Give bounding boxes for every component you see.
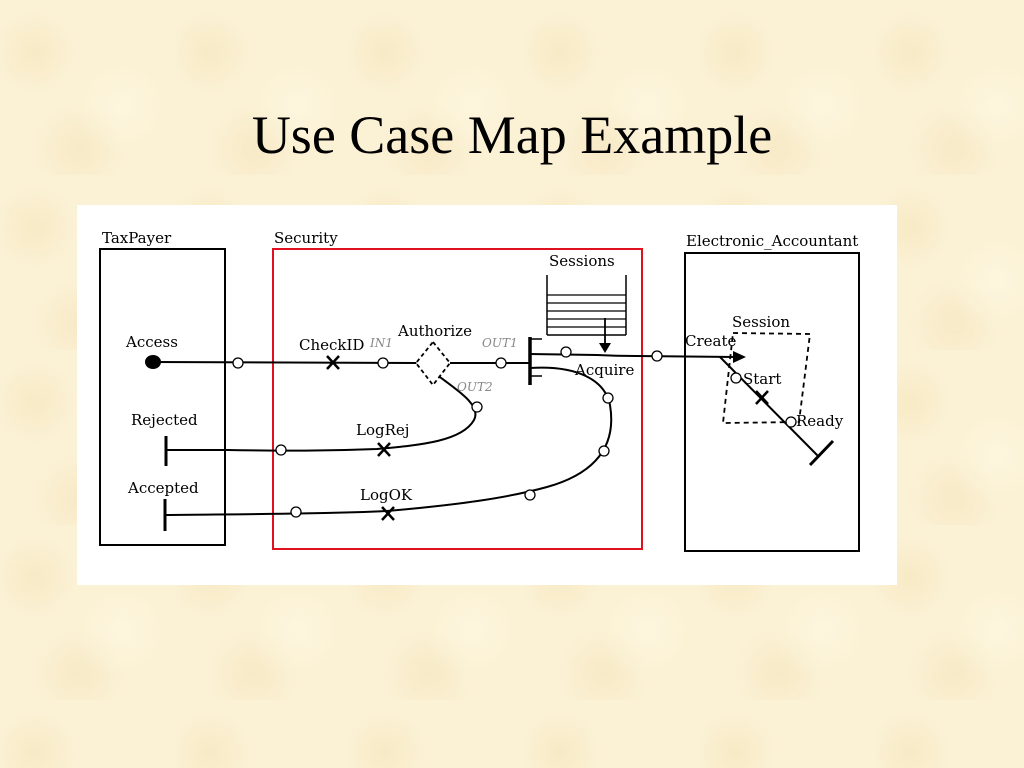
electronic-accountant-label: Electronic_Accountant (686, 232, 858, 250)
create-label: Create (685, 332, 736, 350)
sessions-label: Sessions (549, 252, 615, 270)
pool-arrow-head (599, 343, 611, 353)
slide-title: Use Case Map Example (251, 105, 773, 165)
authorize-stub (414, 340, 452, 387)
stub-out2-label: OUT2 (457, 380, 493, 394)
path-network (152, 353, 820, 516)
sessions-pool (546, 275, 627, 336)
ready-end-bar (808, 439, 835, 467)
diagram-canvas: TaxPayer Security Electronic_Accountant … (99, 229, 860, 552)
ready-label: Ready (796, 412, 844, 430)
logok-responsibility (381, 506, 395, 521)
start-label: Start (743, 370, 781, 388)
access-label: Access (125, 333, 178, 351)
session-label: Session (732, 313, 790, 331)
taxpayer-component (99, 248, 226, 546)
security-label: Security (274, 229, 338, 247)
accepted-label: Accepted (127, 479, 199, 497)
acquire-label: Acquire (574, 361, 634, 379)
logok-label: LogOK (360, 486, 413, 504)
checkid-responsibility (326, 355, 340, 370)
stub-in1-label: IN1 (369, 336, 393, 350)
stub-out1-label: OUT1 (482, 336, 518, 350)
session-component (721, 332, 812, 424)
path-waypoints (232, 346, 797, 518)
start-responsibility (755, 390, 769, 405)
authorize-label: Authorize (397, 322, 472, 340)
checkid-label: CheckID (299, 336, 364, 354)
security-component (272, 248, 643, 550)
access-start-point (145, 355, 161, 369)
rejected-label: Rejected (131, 411, 198, 429)
use-case-map-diagram: TaxPayer Security Electronic_Accountant … (77, 205, 897, 585)
electronic-accountant-component (684, 252, 860, 552)
create-arrow-head (733, 351, 746, 363)
taxpayer-label: TaxPayer (102, 229, 172, 247)
logrej-responsibility (377, 442, 391, 457)
logrej-label: LogRej (356, 421, 409, 439)
